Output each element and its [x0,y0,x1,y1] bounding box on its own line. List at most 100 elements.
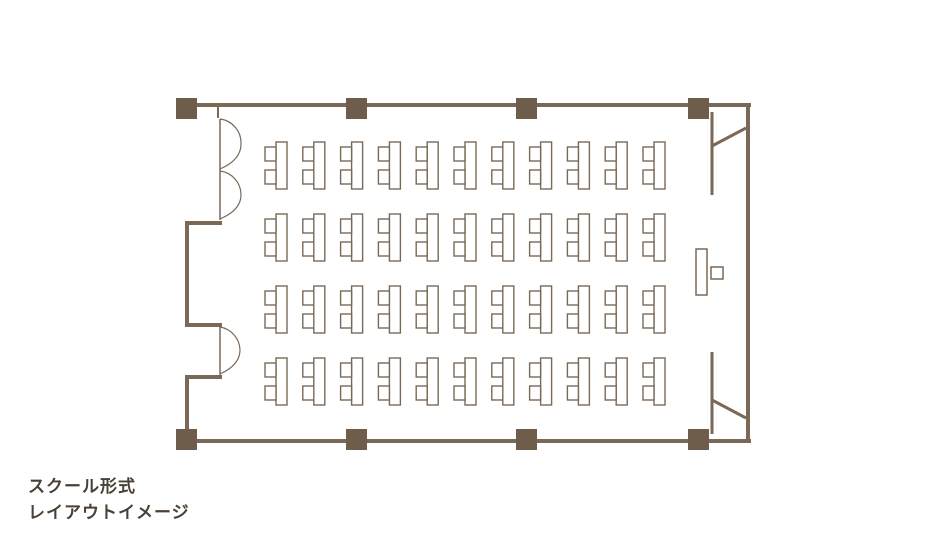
chair [339,169,353,185]
desk [566,141,591,190]
desk-table [653,141,666,190]
desk-table [539,141,553,190]
chair [377,290,391,306]
chair [339,290,353,306]
chair [377,146,391,162]
chair [566,290,580,306]
desk-table [388,285,402,334]
desk-table [577,357,591,406]
chair [491,362,504,378]
caption-line-2: レイアウトイメージ [28,503,190,523]
desk-table [426,357,439,406]
desk-table [539,285,553,334]
desk [377,213,402,262]
door-swing-arc [219,170,242,220]
desk-table [539,357,553,406]
desk [264,141,288,190]
chair [377,313,391,329]
chair [528,169,542,185]
desk [415,141,439,190]
desk [566,213,591,262]
desk-table [502,285,515,334]
desk [302,141,326,190]
chair [528,146,542,162]
chair [453,146,466,162]
chair [377,241,391,257]
desk-table [502,141,515,190]
chair [491,385,504,401]
desk-table [615,357,628,406]
chair [415,290,428,306]
desk-table [350,357,364,406]
door-swing-arc [219,118,242,170]
chair [642,362,655,378]
chair [453,290,466,306]
chair [528,290,542,306]
pillar [688,98,709,119]
desk-table [275,357,288,406]
chair [604,218,617,234]
chair [264,169,277,185]
desk [491,213,515,262]
desk-table [464,213,477,262]
left-wall-alcove [185,221,222,327]
chair [415,218,428,234]
chair [604,241,617,257]
chair [642,218,655,234]
desk-table [350,213,364,262]
desk-table [350,285,364,334]
pillar [516,98,537,119]
chair [453,362,466,378]
chair [339,313,353,329]
screen-brace-bottom [711,398,747,420]
room-walls [184,103,751,443]
desk [642,141,666,190]
chair [377,218,391,234]
chair [264,290,277,306]
chair [453,169,466,185]
desk [339,141,364,190]
desk-table [464,285,477,334]
desk-table [653,285,666,334]
desk [453,357,477,406]
chair [302,385,315,401]
chair [566,385,580,401]
pillar [516,429,537,450]
door-swing-arc [219,326,241,375]
chair [339,385,353,401]
desk-table [350,141,364,190]
chair [339,362,353,378]
desk-table [615,285,628,334]
desk-table [388,213,402,262]
desk [491,285,515,334]
desk [377,357,402,406]
chair [604,290,617,306]
chair [264,362,277,378]
desk-table [653,357,666,406]
chair [415,146,428,162]
chair [377,362,391,378]
desk [377,285,402,334]
chair [642,169,655,185]
desk-table [653,213,666,262]
desk [604,357,628,406]
desk [604,141,628,190]
chair [339,241,353,257]
desk-table [426,285,439,334]
desk-table [313,141,326,190]
chair [642,146,655,162]
desk-table [275,141,288,190]
desk-table [502,357,515,406]
desk [642,285,666,334]
caption-line-1: スクール形式 [28,477,136,497]
chair [302,313,315,329]
chair [642,241,655,257]
chair [302,218,315,234]
desk [528,285,553,334]
desk-table [426,213,439,262]
chair [528,218,542,234]
chair [491,241,504,257]
left-wall-lower [185,375,222,443]
chair [264,313,277,329]
